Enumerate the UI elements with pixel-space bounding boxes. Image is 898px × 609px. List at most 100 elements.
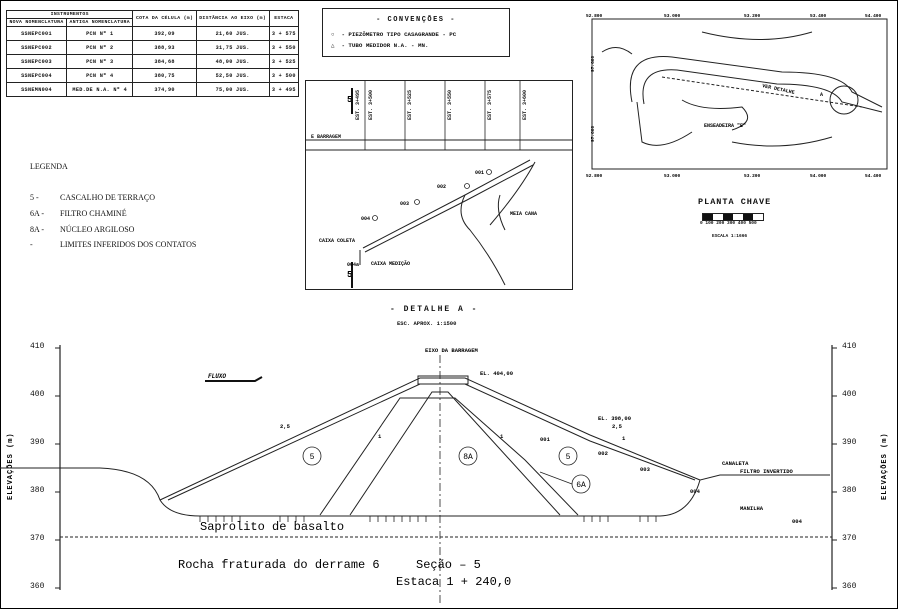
- legend-label: LIMITES INFERIDOS DOS CONTATOS: [60, 240, 197, 249]
- y-tick: 360: [30, 582, 45, 591]
- scale-bar: [702, 213, 764, 221]
- legend-item-5: 5 -CASCALHO DE TERRAÇO: [30, 193, 155, 202]
- col-header: DISTÂNCIA AO EIXO (m): [195, 10, 270, 27]
- slope-down-1: 1: [622, 435, 626, 442]
- cell: MED.DE N.A. Nº 4: [65, 82, 134, 97]
- coord-label: 52.800: [586, 13, 603, 19]
- coord-label: 97.600: [590, 55, 596, 72]
- cell: 3 + 550: [268, 40, 300, 55]
- cell: 3 + 525: [268, 54, 300, 69]
- cell: 52,50 JUS.: [195, 68, 270, 83]
- detail-a-drawing: EST. 3+495 EST. 3+500 EST. 3+525 EST. 3+…: [305, 80, 573, 290]
- caixa-medicao-label: CAIXA MEDIÇÃO: [371, 260, 410, 267]
- coord-label: 97.000: [590, 125, 596, 142]
- cell: 21,60 JUS.: [195, 26, 270, 41]
- y-tick: 410: [30, 342, 45, 351]
- y-tick: 360: [842, 582, 857, 591]
- legend-item-8a: 8A -NÚCLEO ARGILOSO: [30, 225, 134, 234]
- cell: SSNEPC001: [6, 26, 67, 41]
- key-plan-frame: [591, 18, 888, 170]
- instr-label: 001: [540, 436, 551, 443]
- cell: 3 + 575: [268, 26, 300, 41]
- meia-cana-label: MEIA CANA: [510, 211, 537, 217]
- cross-section: 410 400 390 380 370 360 410 400 390 380 …: [0, 342, 889, 605]
- filtro-invertido-label: FILTRO INVERTIDO: [740, 468, 794, 475]
- coord-label: 54.400: [865, 13, 882, 19]
- instr-label: 004: [792, 518, 803, 525]
- y-tick: 370: [30, 534, 45, 543]
- conventions-box: - CONVENÇÕES - ○ - PIEZÔMETRO TIPO CASAG…: [322, 8, 510, 57]
- cell: 31,75 JUS.: [195, 40, 270, 55]
- slope-core-1: 1: [378, 433, 382, 440]
- caixa-coleta-label: CAIXA COLETA: [319, 238, 355, 244]
- y-tick: 390: [842, 438, 857, 447]
- cell: PCN Nº 1: [65, 26, 134, 41]
- scale-text: ESCALA 1:1666: [712, 234, 748, 239]
- coord-label: 53.000: [664, 173, 681, 179]
- table-title: INSTRUMENTOS: [5, 10, 134, 19]
- ver-detalhe-label: VER DETALHE: [762, 83, 796, 96]
- flow-label: FLUXO: [208, 373, 226, 380]
- col-header: ANTIGA NOMENCLATURA: [65, 18, 134, 27]
- cell: 388,93: [132, 40, 197, 55]
- col-header: ESTACA: [268, 10, 300, 27]
- y-axis-label-right: ELEVAÇÕES (m): [880, 432, 889, 500]
- detail-frame: [305, 80, 573, 290]
- cell: SSNEPC003: [6, 54, 67, 69]
- berm-label: EL. 398,00: [598, 415, 631, 422]
- convention-tube: △ - TUBO MEDIDOR N.A. - MN.: [331, 42, 429, 49]
- slope-up-label: 2,5: [280, 423, 291, 430]
- legend-title: LEGENDA: [30, 162, 68, 171]
- legend-item-contacts: -LIMITES INFERIDOS DOS CONTATOS: [30, 240, 196, 249]
- coord-label: 54.000: [810, 173, 827, 179]
- enseadeira-label: ENSEADEIRA "E": [704, 123, 746, 129]
- cell: PCN Nº 3: [65, 54, 134, 69]
- zone-label: 6A: [576, 481, 586, 490]
- col-header: COTA DA CÉLULA (m): [132, 10, 197, 27]
- cell: 384,68: [132, 54, 197, 69]
- detalhe-a-label: A: [820, 92, 823, 98]
- axis-label: E BARRAGEM: [311, 134, 341, 140]
- station-label: EST. 3+600: [522, 90, 528, 120]
- legend-label: FILTRO CHAMINÉ: [60, 209, 127, 218]
- section-marker: 5: [347, 270, 352, 280]
- convention-label: TUBO MEDIDOR N.A. - MN.: [348, 42, 429, 49]
- coord-label: 53.200: [744, 173, 761, 179]
- rocha-label: Rocha fraturada do derrame 6: [178, 558, 380, 572]
- col-header: NOVA NOMENCLATURA: [6, 18, 67, 27]
- station-label: EST. 3+525: [407, 90, 413, 120]
- station-label: EST. 3+495: [355, 90, 361, 120]
- detail-title: - DETALHE A -: [390, 305, 479, 314]
- detail-scale: ESC. APROX. 1:1500: [397, 320, 457, 327]
- y-tick: 380: [842, 486, 857, 495]
- crest-label: EL. 404,00: [480, 370, 513, 377]
- y-tick: 370: [842, 534, 857, 543]
- zone-label: 8A: [463, 453, 473, 462]
- legend-item-6a: 6A - FILTRO CHAMINÉ: [30, 209, 127, 218]
- cell: 392,09: [132, 26, 197, 41]
- cell: 75,00 JUS.: [195, 82, 270, 97]
- key-plan-title: PLANTA CHAVE: [698, 197, 772, 207]
- cell: PCN Nº 4: [65, 68, 134, 83]
- scale-ticks: 0 100 200 300 400 500: [700, 221, 757, 226]
- key-plan-map: 52.800 53.000 53.200 53.400 54.400 52.80…: [586, 13, 888, 179]
- saprolito-label: Saprolito de basalto: [200, 520, 344, 534]
- cell: SSNEPC002: [6, 40, 67, 55]
- y-tick: 410: [842, 342, 857, 351]
- y-tick: 380: [30, 486, 45, 495]
- flow-arrow-icon: [205, 376, 263, 382]
- legend-code: 6A -: [30, 209, 44, 218]
- station-label: EST. 3+500: [368, 90, 374, 120]
- estaca-label: Estaca 1 + 240,0: [396, 575, 511, 589]
- y-tick: 400: [30, 390, 45, 399]
- convention-label: PIEZÔMETRO TIPO CASAGRANDE - PC: [348, 31, 457, 38]
- y-tick: 390: [30, 438, 45, 447]
- instr-label: 001: [475, 170, 484, 176]
- instr-label: 004: [361, 216, 370, 222]
- section-marker: 5: [347, 95, 352, 105]
- legend-label: NÚCLEO ARGILOSO: [60, 225, 135, 234]
- slope-down-label: 2,5: [612, 423, 623, 430]
